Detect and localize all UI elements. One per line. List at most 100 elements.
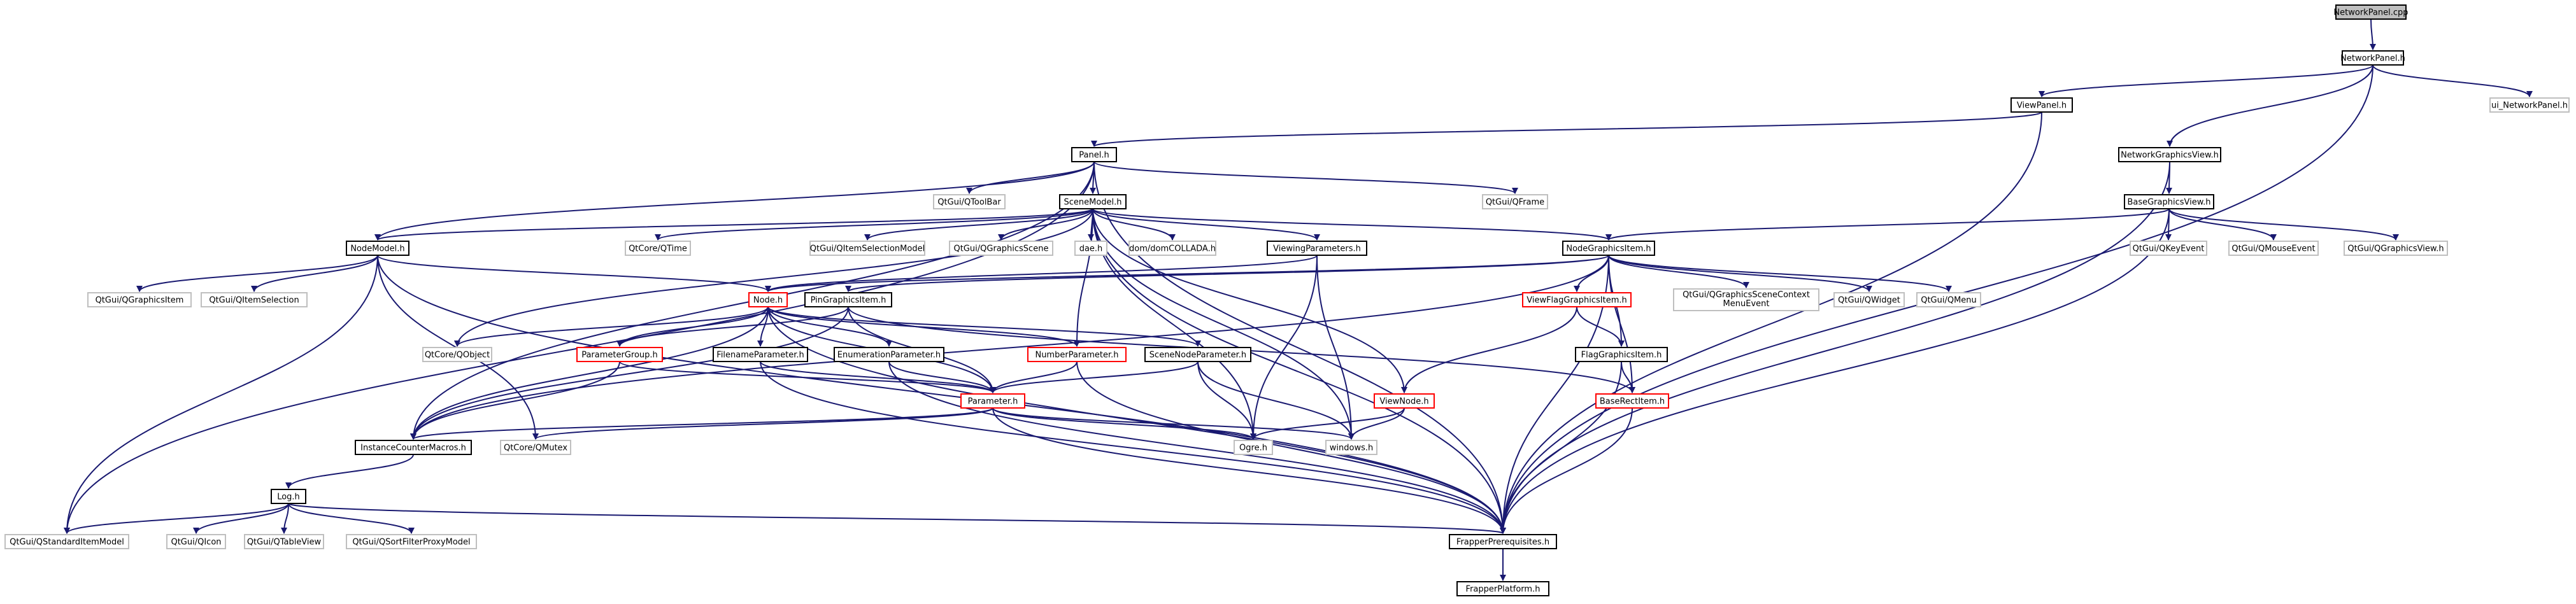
node-label: QtGui/QKeyEvent (2133, 244, 2205, 254)
node-instancecountermacros[interactable]: InstanceCounterMacros.h (355, 440, 472, 455)
edge-enumerationparameter-to-parameter (888, 361, 996, 393)
node-box (2118, 147, 2221, 162)
node-label: NetworkPanel.h (2340, 54, 2405, 64)
node-uinetworkpanel: ui_NetworkPanel.h (2489, 97, 2570, 113)
node-pingraphicsitem[interactable]: PinGraphicsItem.h (804, 292, 892, 307)
node-qtime: QtCore/QTime (625, 241, 691, 256)
node-nodeh[interactable]: Node.h (748, 292, 788, 307)
node-ogreh: Ogre.h (1234, 440, 1273, 455)
node-box (1027, 347, 1127, 362)
edge-logh-to-qsortfilterproxymodel (288, 503, 415, 534)
edge-panel-to-qtoolbar (966, 161, 1095, 194)
node-enumerationparameter[interactable]: EnumerationParameter.h (834, 347, 944, 362)
edge-filenameparameter-to-parameter (760, 361, 996, 393)
edge-networkpanel-to-networkgraphicsview (2167, 64, 2373, 147)
node-box (355, 440, 472, 455)
node-filenameparameter[interactable]: FilenameParameter.h (713, 347, 808, 362)
edge-viewflaggraphicsitem-to-viewnode (1401, 306, 1577, 393)
edge-parameter-to-instancecountermacros (410, 407, 993, 440)
node-frapperplatform[interactable]: FrapperPlatform.h (1456, 581, 1549, 596)
node-frapperprerequisites[interactable]: FrapperPrerequisites.h (1449, 534, 1557, 549)
edge-scenemodel-to-qitemselectionmodel (864, 208, 1093, 241)
edge-nodeh-to-frapperprerequisites (767, 306, 1506, 534)
node-viewflaggraphicsitem[interactable]: ViewFlagGraphicsItem.h (1522, 292, 1632, 307)
node-scenemodel[interactable]: SceneModel.h (1059, 194, 1127, 209)
node-label: FrapperPlatform.h (1466, 585, 1541, 594)
node-qmouseevent: QtGui/QMouseEvent (2228, 241, 2319, 256)
node-box (346, 241, 409, 256)
node-qgraphicsscene: QtGui/QGraphicsScene (949, 241, 1053, 256)
node-daeh: dae.h (1074, 241, 1107, 256)
node-box (1128, 241, 1216, 256)
node-label: windows.h (1330, 444, 1373, 453)
node-box (1916, 292, 1981, 307)
edge-nodemodel-to-qitemselection (251, 255, 378, 292)
node-nodegraphicsitem[interactable]: NodeGraphicsItem.h (1562, 241, 1655, 256)
node-label: FrapperPrerequisites.h (1456, 538, 1549, 547)
edge-panel-to-frapperprerequisites (1093, 161, 1506, 534)
node-label: NetworkGraphicsView.h (2121, 151, 2219, 160)
node-box (960, 393, 1025, 409)
node-box (1673, 288, 1819, 311)
edge-basegraphicsview-to-frapperprerequisites (1500, 208, 2170, 534)
edge-panel-to-qframe (1093, 161, 1518, 194)
node-label: BaseGraphicsView.h (2127, 198, 2210, 207)
node-viewpanel[interactable]: ViewPanel.h (2010, 97, 2073, 113)
node-parameter[interactable]: Parameter.h (960, 393, 1025, 409)
node-networkpanel[interactable]: NetworkPanel.h (2340, 50, 2405, 66)
node-panel[interactable]: Panel.h (1071, 147, 1117, 162)
node-networkgraphicsview[interactable]: NetworkGraphicsView.h (2118, 147, 2221, 162)
node-box (2130, 241, 2207, 256)
node-box (244, 534, 324, 549)
node-root: NetworkPanel.cpp (2333, 4, 2409, 20)
node-label: MenuEvent (1723, 299, 1770, 309)
edge-parameter-to-windowsh (992, 407, 1355, 440)
node-box (422, 347, 492, 362)
node-windowsh: windows.h (1325, 440, 1377, 455)
node-label: ParameterGroup.h (581, 351, 658, 360)
edge-scenenodeparameter-to-parameter (990, 361, 1199, 393)
node-label: QtGui/QGraphicsView.h (2347, 244, 2444, 254)
node-label: QtCore/QMutex (504, 444, 567, 453)
node-label: QtGui/QStandardItemModel (10, 538, 124, 547)
node-label: QtGui/QWidget (1838, 296, 1900, 306)
node-label: dom/domCOLLADA.h (1129, 244, 1216, 254)
edge-viewnode-to-ogreh (1250, 407, 1405, 440)
edge-scenemodel-to-qobject (454, 208, 1093, 347)
node-label: Node.h (753, 296, 783, 306)
node-viewnode[interactable]: ViewNode.h (1374, 393, 1435, 409)
node-flaggraphicsitem[interactable]: FlagGraphicsItem.h (1575, 347, 1668, 362)
node-label: NodeGraphicsItem.h (1566, 244, 1651, 254)
edge-scenemodel-to-domcollada (1092, 208, 1176, 241)
node-label: QtGui/QFrame (1486, 198, 1544, 207)
edge-enumerationparameter-to-frapperprerequisites (888, 361, 1506, 534)
node-box (1562, 241, 1655, 256)
edge-parameter-to-ogreh (992, 407, 1256, 440)
edge-scenenodeparameter-to-windowsh (1197, 361, 1355, 440)
node-qicon: QtGui/QIcon (166, 534, 226, 549)
node-qtoolbar: QtGui/QToolBar (933, 194, 1006, 209)
edge-logh-to-qstandarditemmodel (64, 503, 289, 534)
node-viewingparameters[interactable]: ViewingParameters.h (1267, 241, 1367, 256)
node-parametergroup[interactable]: ParameterGroup.h (576, 347, 663, 362)
edge-nodegraphicsitem-to-baserectitem (1608, 255, 1635, 393)
node-label: dae.h (1079, 244, 1103, 254)
node-qframe: QtGui/QFrame (1482, 194, 1548, 209)
node-box (713, 347, 808, 362)
node-label: Parameter.h (968, 397, 1018, 407)
node-logh[interactable]: Log.h (271, 489, 306, 504)
edge-root-to-networkpanel (2369, 18, 2376, 50)
node-nodemodel[interactable]: NodeModel.h (346, 241, 409, 256)
node-basegraphicsview[interactable]: BaseGraphicsView.h (2124, 194, 2214, 209)
node-numberparameter[interactable]: NumberParameter.h (1027, 347, 1127, 362)
node-label: QtGui/QItemSelection (209, 296, 299, 306)
node-label: ui_NetworkPanel.h (2491, 101, 2568, 111)
node-box (1144, 347, 1251, 362)
node-label: NodeModel.h (350, 244, 404, 254)
node-box (2010, 97, 2073, 113)
node-baserectitem[interactable]: BaseRectItem.h (1595, 393, 1669, 409)
node-label: NumberParameter.h (1035, 351, 1118, 360)
node-box (1325, 440, 1377, 455)
node-scenenodeparameter[interactable]: SceneNodeParameter.h (1144, 347, 1251, 362)
